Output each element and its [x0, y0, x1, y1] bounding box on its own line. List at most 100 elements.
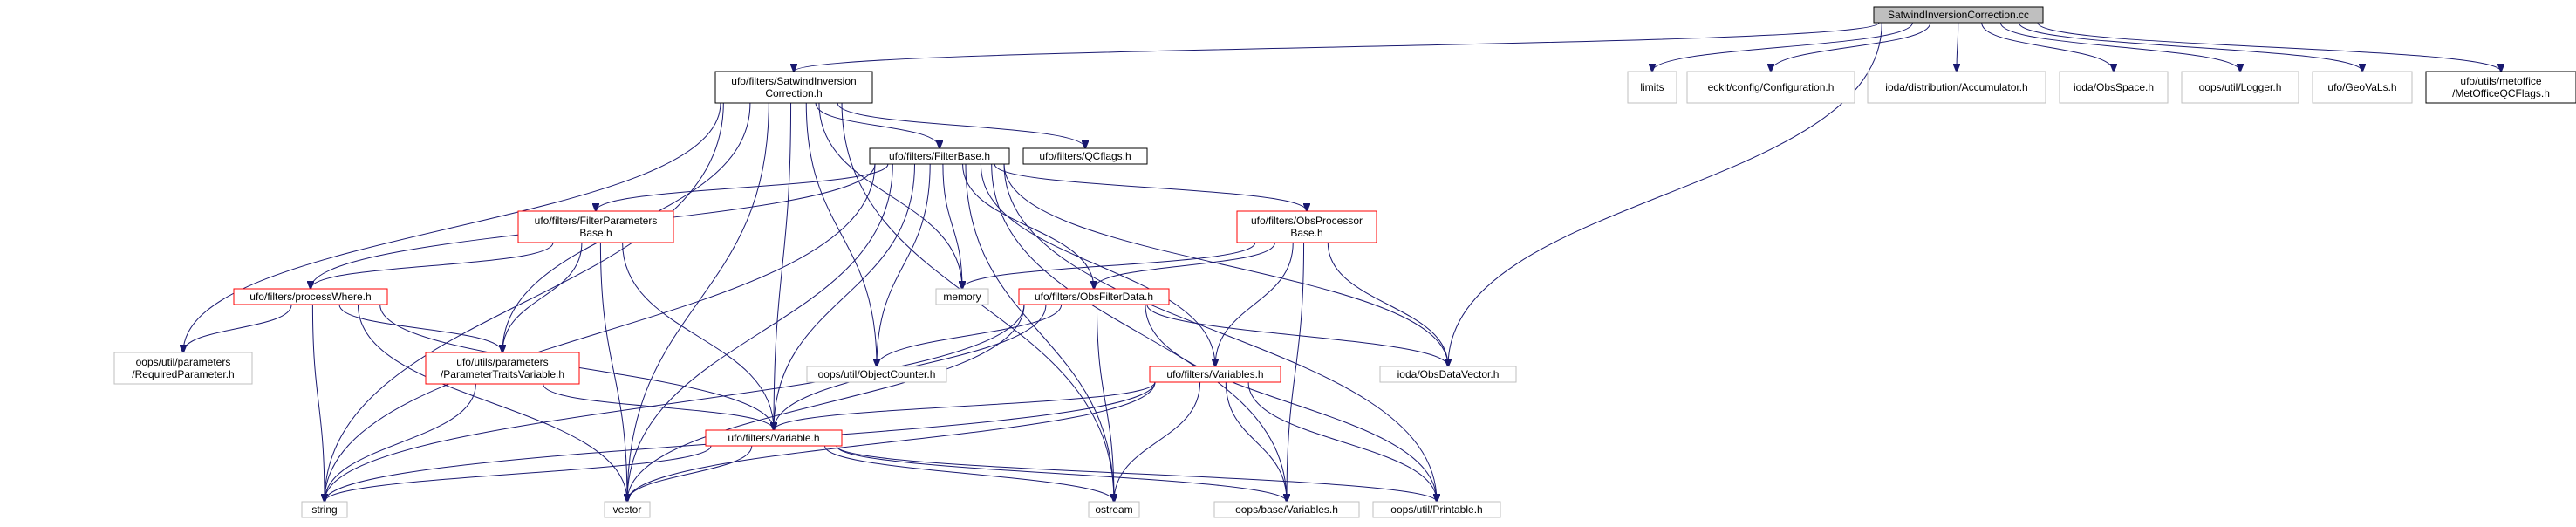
node-label: ioda/distribution/Accumulator.h [1885, 81, 2027, 93]
edge-obsprocessor-to-variables-h [1215, 242, 1294, 366]
node-oops-vars: oops/base/Variables.h [1213, 501, 1360, 518]
node-box [1022, 147, 1148, 165]
node-box [1372, 501, 1501, 518]
edge-filterbase-to-obsdatavector [1003, 163, 1448, 366]
node-box [2312, 71, 2413, 104]
node-objcounter: oops/util/ObjectCounter.h [806, 366, 947, 383]
edge-processwhere-to-vector [357, 304, 627, 502]
node-label: ufo/filters/Variables.h [1166, 368, 1263, 380]
edge-root-to-oops-logger [1999, 22, 2240, 72]
node-qcflags[interactable]: ufo/filters/QCflags.h [1022, 147, 1148, 165]
node-processwhere[interactable]: ufo/filters/processWhere.h [233, 288, 388, 305]
edge-root-to-limits [1652, 22, 1913, 72]
edge-paramtraits-to-string [325, 383, 476, 502]
node-label: /MetOfficeQCFlags.h [2452, 87, 2550, 99]
node-box [1236, 210, 1377, 243]
edge-obsprocessor-to-obsdatavector [1327, 242, 1448, 366]
edge-processwhere-to-reqparam [183, 304, 292, 352]
node-label: Correction.h [765, 87, 822, 99]
edge-obsfilterdata-to-objcounter [877, 304, 1063, 366]
edge-root-to-ioda-obsspace [1981, 22, 2114, 72]
edge-root-to-ioda-acc [1957, 22, 1958, 72]
node-label: oops/util/Logger.h [2199, 81, 2282, 93]
edge-satwind-h-to-qcflags [837, 102, 1085, 148]
edges [183, 22, 2501, 502]
node-box [705, 429, 843, 447]
node-box [425, 352, 580, 385]
node-box [1686, 71, 1855, 104]
edge-filterparams-to-paramtraits [502, 242, 583, 352]
node-eckit-conf: eckit/config/Configuration.h [1686, 71, 1855, 104]
node-label: ioda/ObsSpace.h [2074, 81, 2154, 93]
edge-variables-h-to-vector [627, 381, 1156, 502]
edge-variable-h-to-printable [836, 445, 1437, 502]
edge-satwind-h-to-variable-h [774, 102, 792, 430]
node-label: ufo/filters/ObsFilterData.h [1035, 291, 1153, 303]
edge-filterbase-to-string [325, 163, 876, 502]
node-string: string [301, 501, 348, 518]
node-box [2059, 71, 2169, 104]
node-box [869, 147, 1010, 165]
node-variables-h[interactable]: ufo/filters/Variables.h [1149, 366, 1281, 383]
node-paramtraits[interactable]: ufo/utils/parameters/ParameterTraitsVari… [425, 352, 580, 385]
edge-satwind-h-to-string [325, 102, 724, 502]
node-box [113, 352, 253, 385]
node-box [1379, 366, 1517, 383]
edge-variable-h-to-ostream [824, 445, 1115, 502]
node-box [1018, 288, 1170, 305]
edge-filterbase-to-vector [627, 163, 893, 502]
node-reqparam: oops/util/parameters/RequiredParameter.h [113, 352, 253, 385]
node-label: limits [1640, 81, 1664, 93]
node-box [714, 71, 873, 104]
node-label: ufo/filters/processWhere.h [249, 291, 371, 303]
edge-filterparams-to-variable-h [622, 242, 774, 430]
node-box [301, 501, 348, 518]
node-obsdatavector: ioda/ObsDataVector.h [1379, 366, 1517, 383]
edge-filterbase-to-printable [1003, 163, 1437, 502]
edge-satwind-h-to-vector [627, 102, 769, 502]
node-label: memory [943, 291, 981, 303]
node-filterbase[interactable]: ufo/filters/FilterBase.h [869, 147, 1010, 165]
node-ioda-acc: ioda/distribution/Accumulator.h [1867, 71, 2046, 104]
node-label: ufo/GeoVaLs.h [2327, 81, 2396, 93]
node-box [2425, 71, 2576, 104]
edge-obsfilterdata-to-vector [627, 304, 1025, 502]
node-ioda-obsspace: ioda/ObsSpace.h [2059, 71, 2169, 104]
node-ufo-geovals: ufo/GeoVaLs.h [2312, 71, 2413, 104]
node-satwind-h[interactable]: ufo/filters/SatwindInversionCorrection.h [714, 71, 873, 104]
node-root: SatwindInversionCorrection.cc [1873, 6, 2044, 24]
node-box [1088, 501, 1140, 518]
node-variable-h[interactable]: ufo/filters/Variable.h [705, 429, 843, 447]
edge-obsprocessor-to-oops-vars [1287, 242, 1305, 502]
edge-filterbase-to-memory [942, 163, 962, 289]
edge-filterbase-to-obsfilterdata [962, 163, 1094, 289]
node-metoffice-qc[interactable]: ufo/utils/metoffice/MetOfficeQCFlags.h [2425, 71, 2576, 104]
edge-filterbase-to-obsprocessor [994, 163, 1307, 211]
nodes: SatwindInversionCorrection.cc ufo/filters… [113, 6, 2576, 518]
node-label: ufo/filters/ObsProcessor [1251, 215, 1363, 227]
edge-filterbase-to-variables-h [980, 163, 1215, 366]
node-label: oops/util/Printable.h [1390, 503, 1482, 516]
node-memory: memory [935, 288, 989, 305]
node-label: SatwindInversionCorrection.cc [1888, 9, 2029, 21]
node-box [2181, 71, 2299, 104]
edge-satwind-h-to-memory [818, 102, 962, 289]
edge-paramtraits-to-variable-h [543, 383, 774, 430]
edge-root-to-metoffice-qc [2037, 22, 2501, 72]
edge-filterparams-to-vector [599, 242, 627, 502]
node-printable: oops/util/Printable.h [1372, 501, 1501, 518]
node-box [233, 288, 388, 305]
edge-variables-h-to-printable [1247, 381, 1437, 502]
edge-filterbase-to-objcounter [877, 163, 931, 366]
edge-filterparams-to-processwhere [311, 242, 554, 289]
edge-filterbase-to-oops-vars [991, 163, 1287, 502]
edge-satwind-h-to-filterbase [815, 102, 940, 148]
edge-obsprocessor-to-memory [962, 242, 1256, 289]
node-label: eckit/config/Configuration.h [1708, 81, 1835, 93]
node-label: ufo/filters/FilterBase.h [889, 150, 990, 162]
node-box [935, 288, 989, 305]
node-obsfilterdata[interactable]: ufo/filters/ObsFilterData.h [1018, 288, 1170, 305]
